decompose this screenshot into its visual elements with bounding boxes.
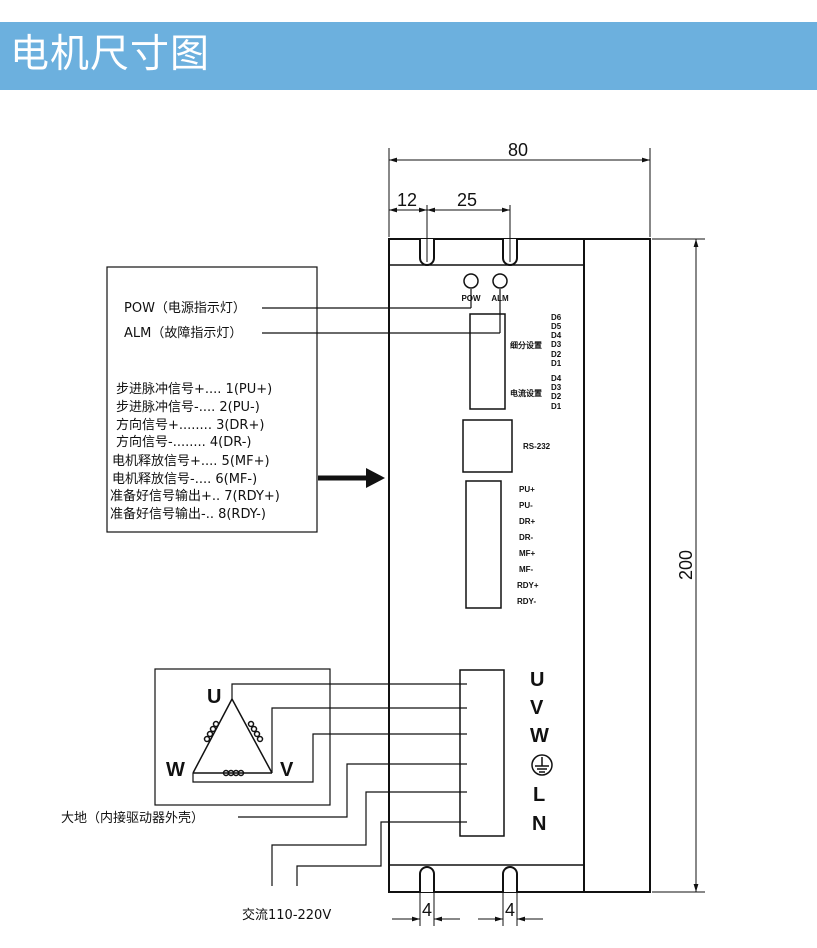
legend-signal-line: 步进脉冲信号-.... 2(PU-): [116, 400, 260, 415]
legend-signal-line: 电机释放信号-.... 6(MF-): [112, 472, 257, 487]
motor-wiring: [192, 683, 467, 783]
page-title: 电机尺寸图: [10, 32, 211, 77]
legend-pow-line: POW（电源指示灯）: [124, 301, 246, 316]
dip-pin-label: D3: [551, 383, 562, 392]
dip-pin-label: D3: [551, 340, 562, 349]
motor-label-w: W: [166, 759, 185, 781]
power-terminal-labels: U V W L N: [530, 669, 549, 835]
legend-box: [106, 266, 318, 533]
current-pin-labels: D4 D3 D2 D1: [551, 374, 562, 411]
signal-terminal-label: MF+: [519, 549, 536, 558]
dim-slot-offset: 12: [397, 190, 417, 210]
signal-terminal-label: MF-: [519, 565, 534, 574]
alm-led: [492, 273, 508, 289]
motor-label-u: U: [207, 686, 221, 708]
header-bar: [0, 22, 817, 90]
dim-overall-width: 80: [508, 140, 528, 160]
ac-power-label: 交流110-220V: [242, 907, 331, 923]
ground-symbol-icon: [531, 754, 553, 776]
rs232-port: [462, 419, 513, 473]
subdivision-pin-labels: D6 D5 D4 D3 D2 D1: [551, 313, 562, 368]
dim-slot-spacing: 25: [457, 190, 477, 210]
motor-label-v: V: [280, 759, 294, 781]
driver-body: [388, 238, 651, 893]
signal-terminal-label: DR+: [519, 517, 536, 526]
signal-terminal-label: PU-: [519, 501, 533, 510]
dip-switch-block: [469, 313, 506, 410]
ground-label: 大地（内接驱动器外壳）: [61, 810, 204, 826]
power-terminal-label-n: N: [532, 813, 546, 835]
dip-pin-label: D6: [551, 313, 562, 322]
dim-height: 200: [676, 550, 696, 580]
motor-box: [154, 668, 331, 806]
signal-terminal-label: DR-: [519, 533, 534, 542]
signal-terminal-labels: PU+ PU- DR+ DR- MF+ MF- RDY+ RDY-: [517, 485, 539, 606]
dip-pin-label: D1: [551, 402, 562, 411]
connection-arrow-icon: [318, 468, 385, 488]
legend-signal-lines: 步进脉冲信号+.... 1(PU+) 步进脉冲信号-.... 2(PU-) 方向…: [110, 382, 280, 522]
signal-terminal-block: [465, 480, 502, 609]
current-label: 电流设置: [510, 388, 542, 398]
dim-bottom-slot-left: 4: [422, 900, 432, 920]
power-wiring: [238, 763, 467, 886]
power-terminal-label-w: W: [530, 725, 549, 747]
power-terminal-label-u: U: [530, 669, 544, 691]
legend-alm-line: ALM（故障指示灯）: [124, 326, 242, 341]
legend-signal-line: 方向信号-........ 4(DR-): [116, 434, 252, 450]
dim-bottom-slot-right: 4: [505, 900, 515, 920]
motor-delta-icon: [192, 698, 273, 777]
led-leader-lines: [262, 289, 501, 334]
legend-signal-line: 方向信号+........ 3(DR+): [116, 417, 264, 433]
dip-pin-label: D4: [551, 331, 562, 340]
dip-pin-label: D4: [551, 374, 562, 383]
signal-terminal-label: RDY+: [517, 581, 539, 590]
power-terminal-block: [459, 669, 505, 837]
legend-signal-line: 电机释放信号+.... 5(MF+): [112, 454, 270, 469]
dip-pin-label: D1: [551, 359, 562, 368]
signal-terminal-label: PU+: [519, 485, 535, 494]
pow-led: [463, 273, 479, 289]
power-terminal-label-l: L: [533, 784, 545, 806]
legend-signal-line: 准备好信号输出+.. 7(RDY+): [110, 488, 280, 504]
legend-signal-line: 准备好信号输出-.. 8(RDY-): [110, 506, 266, 522]
rs232-label: RS-232: [523, 442, 551, 451]
legend-signal-line: 步进脉冲信号+.... 1(PU+): [116, 382, 272, 397]
dimension-lines: [388, 148, 705, 926]
power-terminal-label-v: V: [530, 697, 544, 719]
signal-terminal-label: RDY-: [517, 597, 536, 606]
dip-pin-label: D5: [551, 322, 562, 331]
top-mounting-slots: [419, 239, 518, 266]
dip-pin-label: D2: [551, 350, 562, 359]
bottom-mounting-slots: [419, 866, 518, 892]
dip-pin-label: D2: [551, 392, 562, 401]
subdivision-label: 细分设置: [510, 340, 542, 350]
